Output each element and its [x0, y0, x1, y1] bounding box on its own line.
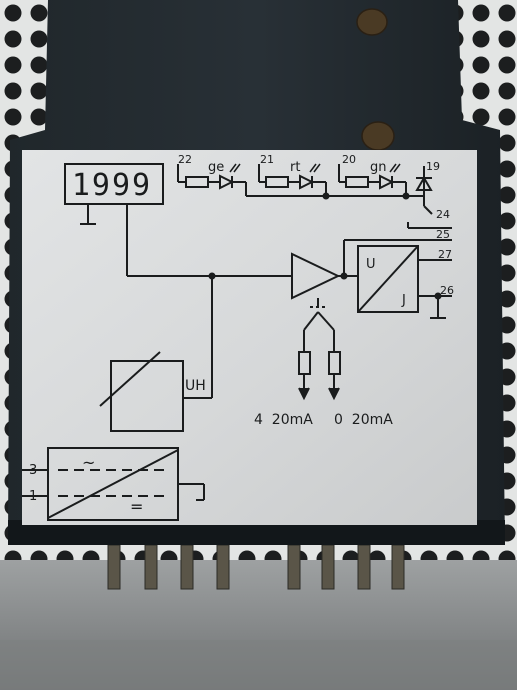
screw-top — [356, 8, 388, 36]
terminal-25: 25 — [436, 228, 450, 241]
terminal-24: 24 — [436, 208, 450, 221]
display-box — [64, 163, 164, 205]
led-terminal-22: 22 — [178, 153, 192, 166]
output-range-0-20: 0 20mA — [334, 412, 393, 428]
led-terminal-21: 21 — [260, 153, 274, 166]
led-code-ge: ge — [208, 160, 224, 175]
terminal-3: 3 — [29, 463, 37, 478]
terminal-27: 27 — [438, 248, 452, 261]
led-terminal-20: 20 — [342, 153, 356, 166]
converter-box — [357, 245, 419, 313]
output-range-4-20: 4 20mA — [254, 412, 313, 428]
led-code-gn: gn — [370, 160, 387, 175]
potentiometer-label: UH — [185, 378, 206, 394]
led-code-rt: rt — [290, 160, 300, 175]
converter-j-label: J — [401, 293, 406, 308]
converter-u-label: U — [366, 257, 376, 272]
display-digits: 1999 — [72, 168, 152, 203]
terminal-19: 19 — [426, 160, 440, 173]
label-plate — [22, 150, 477, 525]
dc-symbol: = — [130, 497, 143, 516]
amplifier-symbol — [291, 252, 341, 300]
ac-symbol: ~ — [82, 453, 95, 472]
connector-pins — [107, 544, 405, 590]
terminal-26: 26 — [440, 284, 454, 297]
terminal-1: 1 — [29, 489, 37, 504]
screw-mid — [361, 121, 395, 151]
